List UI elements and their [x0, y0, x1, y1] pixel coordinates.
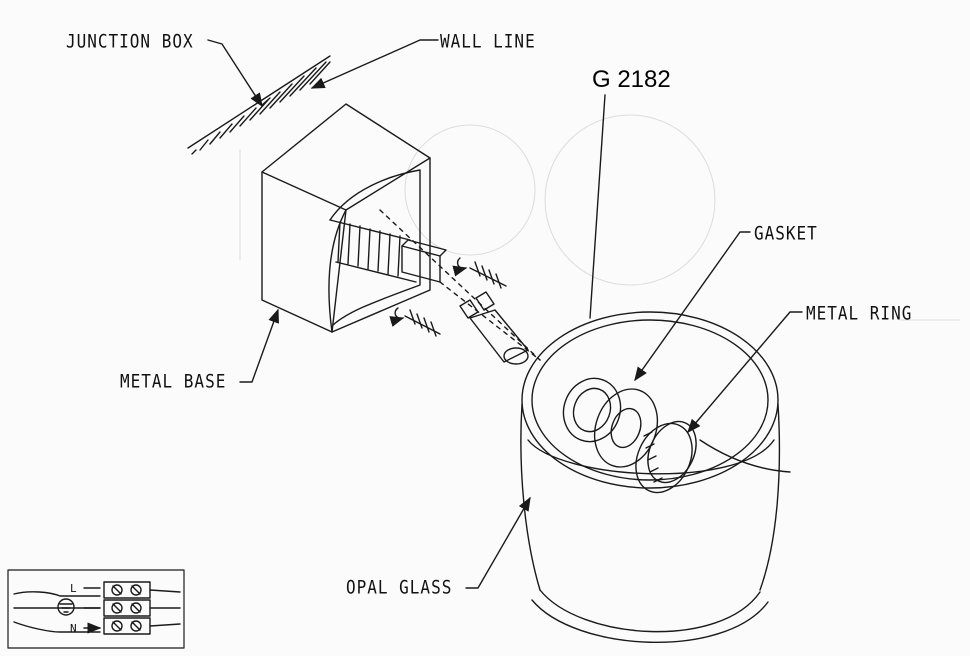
- gasket-leader: [634, 231, 751, 382]
- wall-line-leader: [310, 39, 439, 89]
- assembly-axis-2: [439, 281, 541, 361]
- metal-base-leader: [239, 308, 279, 383]
- model-leader: [589, 94, 606, 319]
- metal-base-box: [261, 103, 431, 333]
- label-gasket: GASKET: [754, 222, 818, 244]
- model-number: G 2182: [592, 66, 671, 93]
- wiring-legend: [7, 569, 185, 649]
- cord: [699, 439, 791, 473]
- screw-upper: [452, 257, 507, 289]
- legend-neutral-label: N: [70, 622, 77, 635]
- assembly-axis: [379, 209, 541, 361]
- label-opal-glass: OPAL GLASS: [346, 576, 453, 598]
- opal-glass-cylinder: [520, 311, 781, 643]
- metal-ring-leader: [687, 311, 803, 434]
- legend-live-label: L: [70, 582, 77, 595]
- junction-box-leader: [207, 39, 263, 108]
- label-metal-ring: METAL RING: [806, 302, 913, 324]
- label-wall-line: WALL LINE: [440, 30, 536, 52]
- label-metal-base: METAL BASE: [120, 370, 227, 392]
- wall-hatching: [187, 55, 331, 155]
- screw-lower: [389, 307, 441, 337]
- metal-ring: [635, 420, 697, 494]
- label-junction-box: JUNCTION BOX: [66, 30, 194, 52]
- threaded-nipple: [329, 219, 447, 283]
- scan-background: [239, 114, 961, 321]
- opal-glass-leader: [465, 496, 531, 589]
- lamp-socket: [459, 291, 529, 365]
